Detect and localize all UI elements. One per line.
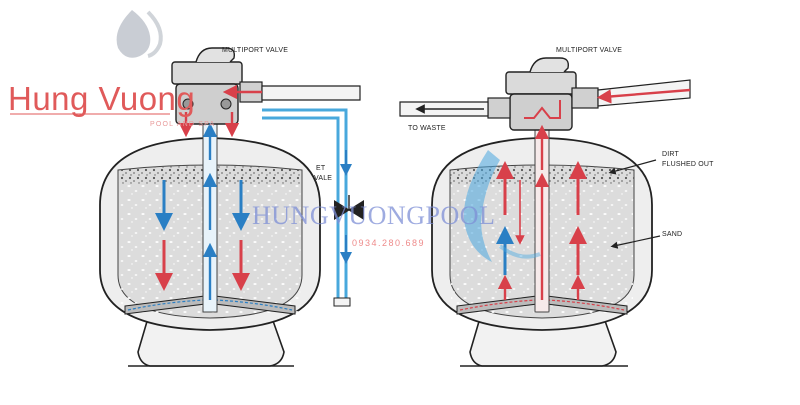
sand-label: SAND <box>662 231 682 238</box>
dirt-pointer <box>608 159 657 175</box>
gate-valve-label-2: VALE <box>314 175 332 182</box>
watermark-drop-icon <box>463 150 500 262</box>
left-valve-label: MULTIPORT VALVE <box>222 47 288 54</box>
gate-valve-label-1: ET <box>316 165 326 172</box>
left-flow-arrows <box>155 122 250 300</box>
watermark-text: HUNGVUONGPOOL <box>252 201 495 230</box>
brand-logo: Hung Vuong POOL AND SPA <box>8 10 215 128</box>
brand-name: Hung Vuong <box>8 80 195 117</box>
left-multiport-valve <box>171 47 263 125</box>
right-flow-arrows <box>496 100 587 300</box>
right-multiport-valve <box>487 57 599 131</box>
dirt-label-2: FLUSHED OUT <box>662 161 714 168</box>
gate-valve-icon <box>334 195 364 220</box>
left-outlet-pipe <box>261 85 361 101</box>
watermark: HUNGVUONGPOOL 0934.280.689 <box>252 150 541 262</box>
sand-pointer <box>610 235 661 249</box>
left-filter: MULTIPORT VALVE ET VALE <box>99 47 364 367</box>
water-drop-icon <box>116 10 151 58</box>
waste-label: TO WASTE <box>408 125 446 132</box>
brand-tagline: POOL AND SPA <box>150 121 215 128</box>
dirt-label-1: DIRT <box>662 151 680 158</box>
watermark-phone: 0934.280.689 <box>352 238 425 248</box>
right-valve-label: MULTIPORT VALVE <box>556 47 622 54</box>
